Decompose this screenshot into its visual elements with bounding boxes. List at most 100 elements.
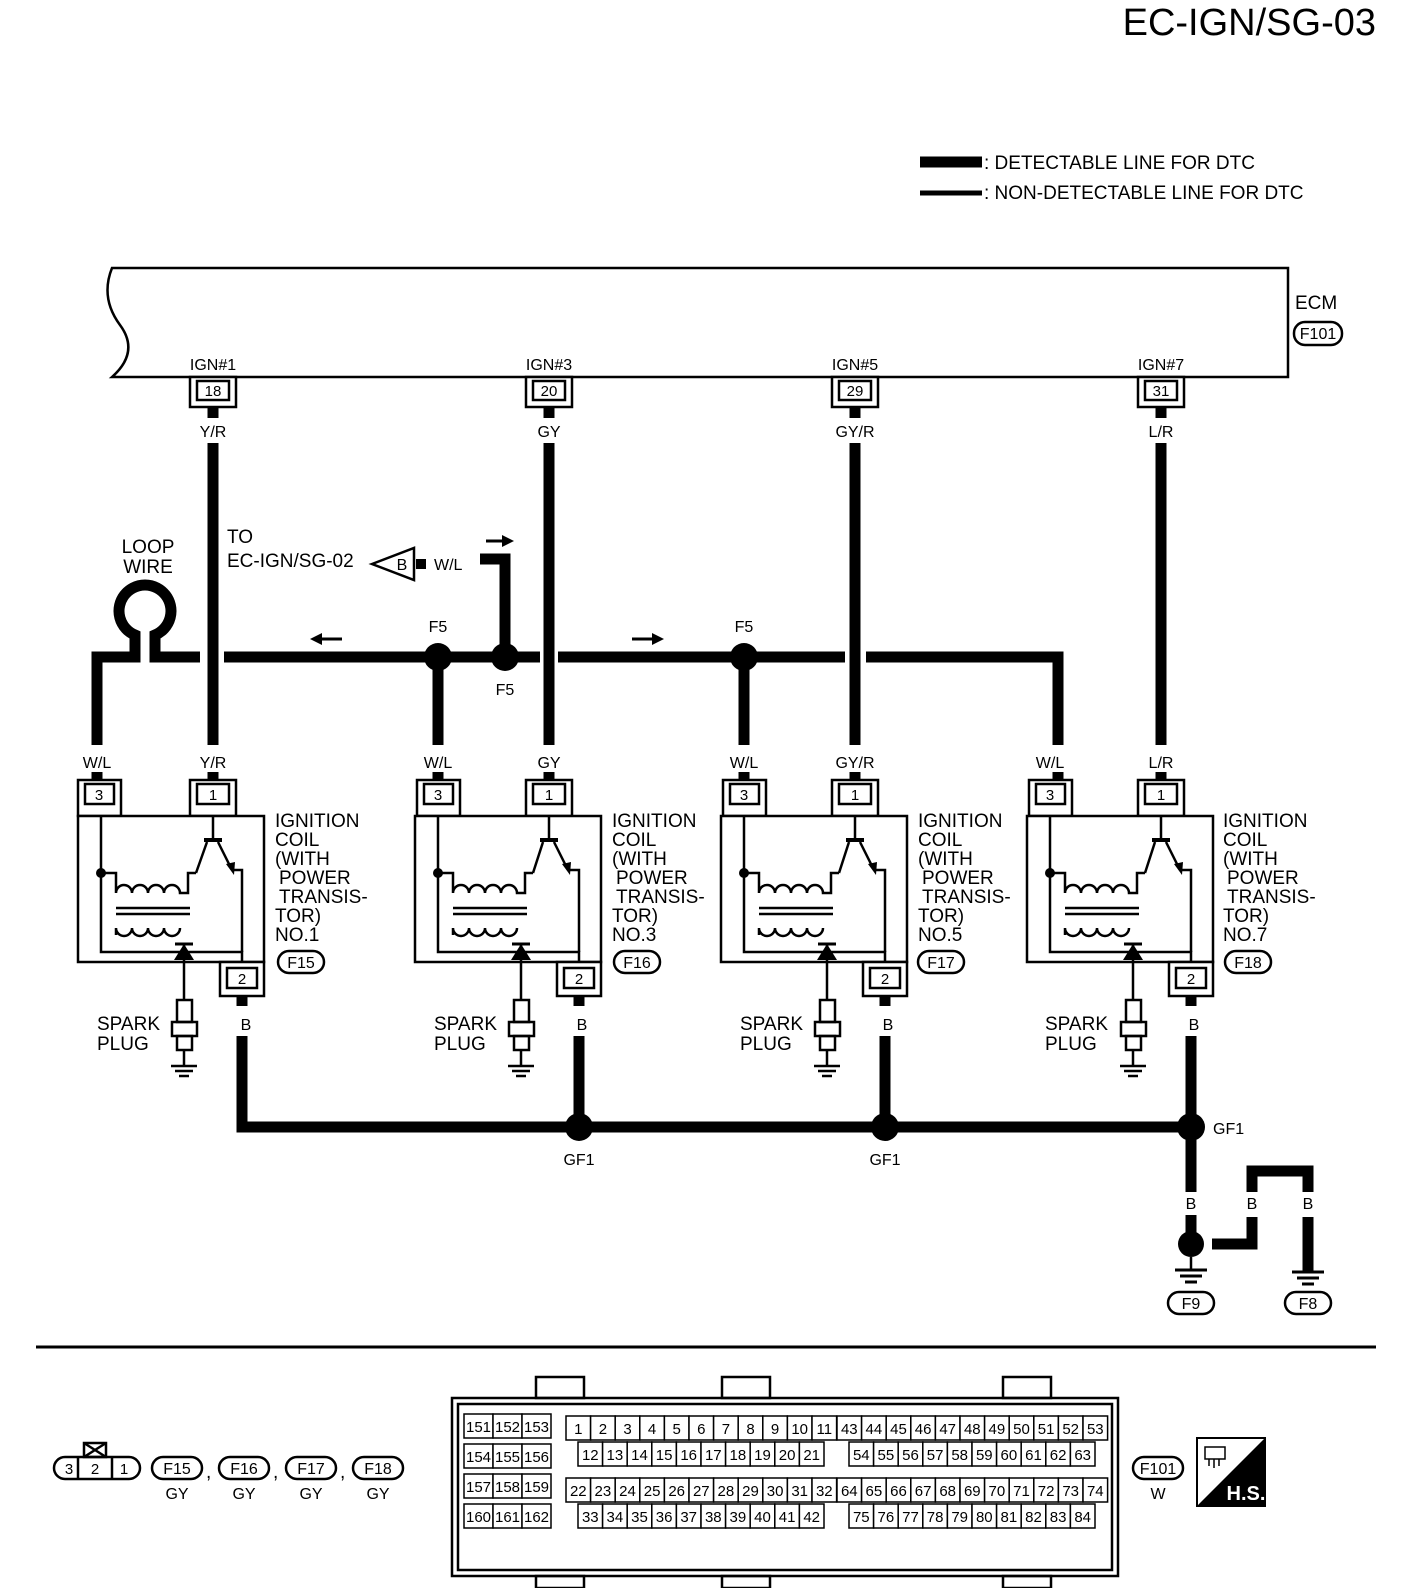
- ecm-pin-label: 36: [656, 1509, 673, 1526]
- coil-pin3: 3: [1046, 787, 1054, 804]
- coil-text-1: IGNITION: [275, 811, 359, 832]
- ecm-connector-tag: [1292, 320, 1344, 347]
- hs-label: H.S.: [1227, 1483, 1266, 1505]
- ecm-pin-label: 68: [939, 1483, 956, 1500]
- junction-gf1-1: [565, 1113, 593, 1141]
- ecm-pin-label: 153: [524, 1419, 549, 1436]
- coil-pin1: 1: [1157, 787, 1165, 804]
- ecm-pin-label: 4: [648, 1421, 656, 1438]
- ecm-pin-cell: [1069, 1503, 1096, 1529]
- ecm-pin-number: 29: [847, 383, 864, 400]
- face-pin: 2: [91, 1461, 99, 1478]
- ecm-pin-label: 70: [989, 1483, 1006, 1500]
- ecm-pin-cell: [983, 1477, 1010, 1503]
- ecm-pin-label: 1: [574, 1421, 582, 1438]
- ecm-pin-label: 60: [1001, 1447, 1018, 1464]
- junction-gf1-label: GF1: [1213, 1121, 1244, 1138]
- coil-text-6: TOR): [275, 906, 321, 927]
- ecm-pin-ign3: IGN#3 20 GY: [524, 357, 574, 441]
- ecm-pin-label: 31: [791, 1483, 808, 1500]
- coil-connector-ids: F15 GY , F16 GY , F17 GY , F18 GY: [150, 1455, 405, 1503]
- coil-pin1-wire: Y/R: [200, 755, 227, 772]
- ecm-pin-cell: [521, 1443, 552, 1469]
- ecm-pin-label: 156: [524, 1449, 549, 1466]
- legend-non-detectable: : NON-DETECTABLE LINE FOR DTC: [984, 183, 1304, 204]
- coil-pin1-wire: L/R: [1149, 755, 1174, 772]
- ecm-pin-label: 6: [697, 1421, 705, 1438]
- ecm-pin-cell: [1033, 1415, 1060, 1441]
- spark-plug-icon: [1119, 998, 1148, 1078]
- ecm-pin-cell: [934, 1477, 961, 1503]
- ecm-pin-label: 79: [951, 1509, 968, 1526]
- coil-text-6: TOR): [612, 906, 658, 927]
- coil-text-1: IGNITION: [1223, 811, 1307, 832]
- ecm-pin-label: 24: [619, 1483, 636, 1500]
- coil-3: W/L GY 3 1 2 IGNITIO: [413, 755, 705, 1078]
- ecm-pin-label: 28: [718, 1483, 735, 1500]
- junction-f5-3: [730, 643, 758, 671]
- coil-text-5: TRANSIS-: [279, 887, 368, 908]
- ecm-pin-cell: [798, 1441, 825, 1467]
- loop-wire-label-1: LOOP: [122, 537, 175, 558]
- ecm-pin-cell: [675, 1441, 702, 1467]
- ecm-pin-label: 3: [623, 1421, 631, 1438]
- ecm-pin-label: 151: [466, 1419, 491, 1436]
- coil-text-6: TOR): [918, 906, 964, 927]
- ecm-pin-label: 2: [599, 1421, 607, 1438]
- ecm-pin-cell: [946, 1503, 973, 1529]
- coil-connector-face: 3 2 1: [52, 1441, 142, 1481]
- coil-pin3-wire: W/L: [83, 755, 112, 772]
- ecm-pin-label: 80: [976, 1509, 993, 1526]
- ecm-pin-label: 57: [927, 1447, 944, 1464]
- coil-connector-tag: [276, 949, 326, 975]
- ecm-pin-cell: [1020, 1441, 1047, 1467]
- legend: : DETECTABLE LINE FOR DTC : NON-DETECTAB…: [920, 153, 1304, 204]
- arrow-right-icon: [632, 633, 664, 645]
- ecm-pin-label: 84: [1074, 1509, 1091, 1526]
- coil-pin2: 2: [881, 971, 889, 988]
- ecm-pin-label: 73: [1062, 1483, 1079, 1500]
- ecm-pin-label: 62: [1050, 1447, 1067, 1464]
- coil-text-2: COIL: [918, 830, 962, 851]
- ecm-pin-label: 76: [878, 1509, 895, 1526]
- coil-text-5: TRANSIS-: [922, 887, 1011, 908]
- ecm-pin-label: 30: [767, 1483, 784, 1500]
- ground-wire-label: B: [1303, 1196, 1314, 1213]
- face-pin: 3: [65, 1461, 73, 1478]
- ecm-pin-label: 51: [1038, 1421, 1055, 1438]
- junction-gf1-3: [1177, 1113, 1205, 1141]
- junction-f5-label: F5: [496, 682, 515, 699]
- ecm-pin-number: 20: [541, 383, 558, 400]
- ecm-pin-cell: [836, 1477, 863, 1503]
- coil-7: W/L L/R 3 1 2 IGNITI: [1025, 755, 1316, 1078]
- ground-wire-label: B: [1186, 1196, 1197, 1213]
- ecm-pin-label: 61: [1025, 1447, 1042, 1464]
- ecm-pin-name: IGN#5: [832, 357, 878, 374]
- coil-pin2-wire: B: [1189, 1017, 1200, 1034]
- coil-text-3: (WITH: [1223, 849, 1278, 870]
- ecm-pin-label: 44: [866, 1421, 883, 1438]
- spark-plug-icon: [507, 998, 536, 1078]
- ecm-pin-cell: [712, 1477, 739, 1503]
- coil-schematic: [96, 816, 244, 1000]
- ecm-pin-cell: [860, 1415, 887, 1441]
- spark-plug-label-2: PLUG: [434, 1034, 486, 1055]
- ecm-pin-label: 47: [939, 1421, 956, 1438]
- ecm-pin-label: 39: [730, 1509, 747, 1526]
- ecm-pin-label: 22: [570, 1483, 587, 1500]
- ecm-pin-label: 72: [1038, 1483, 1055, 1500]
- coil-connector-tag: [916, 949, 966, 975]
- ecm-pin-label: 10: [791, 1421, 808, 1438]
- coil-number: NO.7: [1223, 925, 1267, 946]
- ecm-pin-label: 43: [841, 1421, 858, 1438]
- coil-pin1: 1: [545, 787, 553, 804]
- ecm-pin-cell: [651, 1503, 678, 1529]
- coil-text-4: POWER: [616, 868, 688, 889]
- ecm-pin-label: 69: [964, 1483, 981, 1500]
- connector-id: F18: [364, 1461, 392, 1478]
- separator: ,: [340, 1462, 345, 1483]
- ecm-pin-label: 27: [693, 1483, 710, 1500]
- coil-pin2-wire: B: [241, 1017, 252, 1034]
- ecm-pin-label: 5: [673, 1421, 681, 1438]
- ecm-pin-cell: [1082, 1415, 1109, 1441]
